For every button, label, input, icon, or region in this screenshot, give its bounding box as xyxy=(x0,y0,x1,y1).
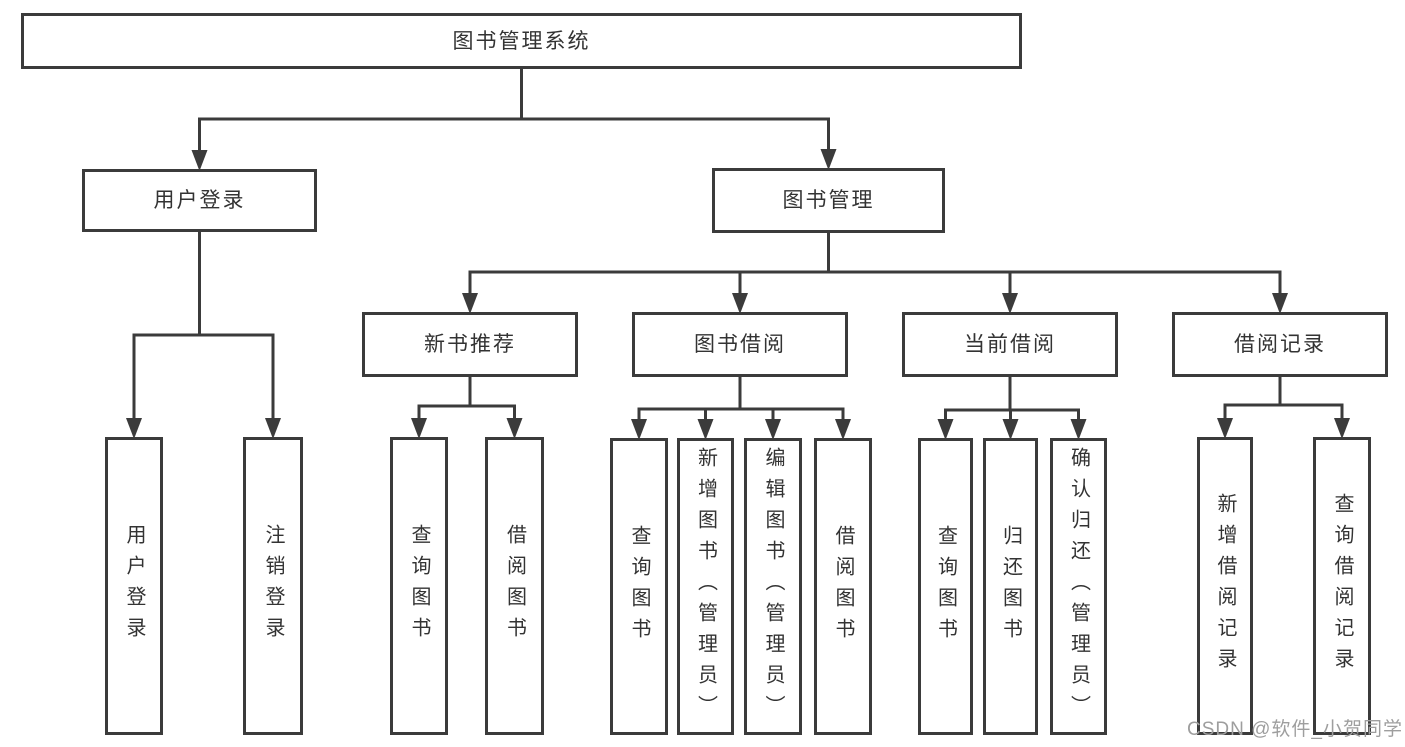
arrowhead-icon xyxy=(697,419,714,440)
arrowhead-icon xyxy=(1070,419,1087,440)
arrowhead-icon xyxy=(765,419,781,440)
diagram-node-current-borrow: 当前借阅 xyxy=(902,312,1118,377)
diagram-node-br-query-record: 查询借阅记录 xyxy=(1313,437,1371,735)
arrowhead-icon xyxy=(937,419,954,440)
diagram-node-cb-query-books: 查询图书 xyxy=(918,438,973,735)
diagram-node-nb-query-books: 查询图书 xyxy=(390,437,448,735)
arrowhead-icon xyxy=(1002,419,1019,440)
diagram-node-nb-borrow-books: 借阅图书 xyxy=(485,437,544,735)
arrowhead-icon xyxy=(835,419,851,440)
diagram-node-logout-action: 注销登录 xyxy=(243,437,303,735)
arrowhead-icon xyxy=(126,418,142,439)
diagram-node-book-borrow: 图书借阅 xyxy=(632,312,848,377)
diagram-node-user-login: 用户登录 xyxy=(82,169,317,232)
csdn-watermark: CSDN @软件_小贺同学 xyxy=(1187,719,1403,740)
diagram-node-root: 图书管理系统 xyxy=(21,13,1022,69)
diagram-node-book-mgmt: 图书管理 xyxy=(712,168,945,233)
arrowhead-icon xyxy=(1217,418,1233,439)
diagram-node-bb-add-books: 新增图书（管理员） xyxy=(677,438,734,735)
arrowhead-icon xyxy=(1334,418,1350,439)
arrowhead-icon xyxy=(1272,293,1288,314)
diagram-node-bb-borrow-books: 借阅图书 xyxy=(814,438,872,735)
arrowhead-icon xyxy=(1002,293,1018,314)
arrowhead-icon xyxy=(265,418,281,439)
arrowhead-icon xyxy=(462,293,478,314)
arrowhead-icon xyxy=(732,293,748,314)
arrowhead-icon xyxy=(191,150,208,171)
diagram-node-borrow-records: 借阅记录 xyxy=(1172,312,1388,377)
arrowhead-icon xyxy=(506,418,523,439)
diagram-node-bb-edit-books: 编辑图书（管理员） xyxy=(744,438,802,735)
arrowhead-icon xyxy=(631,419,647,440)
arrowhead-icon xyxy=(820,149,837,170)
diagram-node-login-action: 用户登录 xyxy=(105,437,163,735)
diagram-node-bb-query-books: 查询图书 xyxy=(610,438,668,735)
diagram-node-new-books: 新书推荐 xyxy=(362,312,578,377)
arrowhead-icon xyxy=(411,418,427,439)
diagram-node-cb-return-books: 归还图书 xyxy=(983,438,1038,735)
diagram-node-br-add-record: 新增借阅记录 xyxy=(1197,437,1253,735)
diagram-node-cb-confirm-return: 确认归还（管理员） xyxy=(1050,438,1107,735)
